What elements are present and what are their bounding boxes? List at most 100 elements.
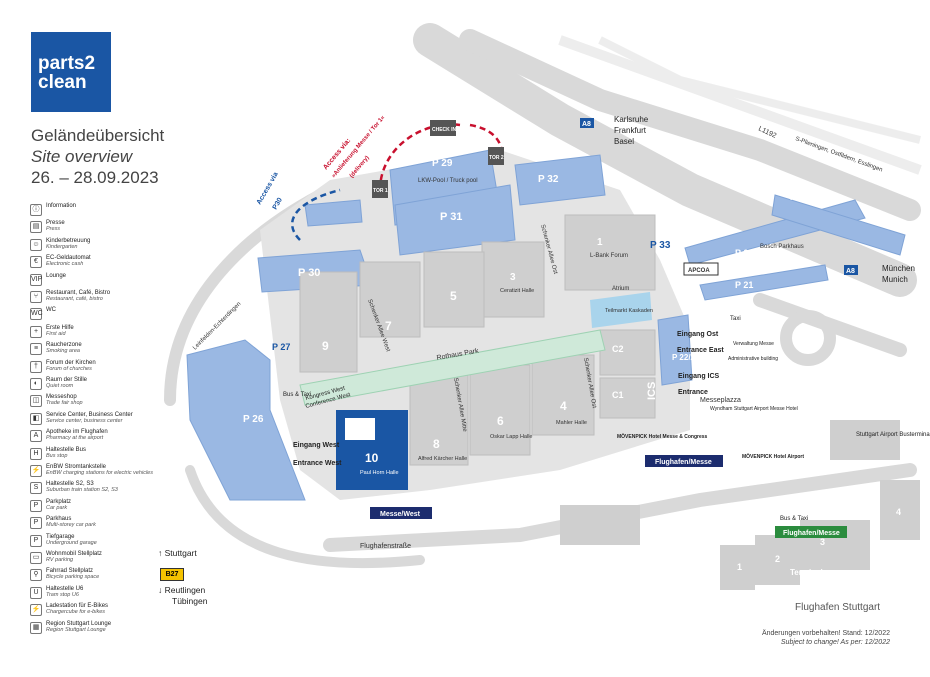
hall-3-number: 3 [510, 272, 516, 283]
title-en: Site overview [31, 147, 133, 166]
hall-10-logo [345, 418, 375, 440]
l1192-label: L1192 [757, 125, 777, 139]
p21-label: P 21 [735, 280, 753, 290]
pharmacy-icon: A [30, 430, 42, 443]
hall-7 [359, 261, 421, 338]
tram-stop-icon: U [30, 586, 42, 599]
legend-label: Parkplatz [46, 498, 72, 505]
first-aid-icon: + [30, 325, 42, 338]
atrium-label: Atrium [612, 286, 629, 292]
hall-4-number: 4 [560, 399, 567, 413]
legend-label: Parkhaus [46, 516, 72, 523]
parking-p31 [394, 184, 516, 256]
legend-label: Haltestelle Bus [46, 446, 87, 453]
flughafen-messe-sign [645, 455, 723, 467]
title-dates: 26. – 28.09.2023 [31, 168, 159, 187]
moevenpick-label: MÖVENPICK Hotel Messe & Congress [617, 433, 708, 440]
direction-south: ↓ Reutlingen [158, 585, 206, 595]
hall-4 [531, 354, 595, 436]
legend-label-en: Smoking area [46, 348, 80, 355]
legend-label: Wohnmobil Stellplatz [46, 551, 102, 557]
p33-label: P 33 [650, 240, 671, 251]
legend-label: Erste Hilfe [46, 324, 74, 331]
direction-south-label-2: Tübingen [172, 596, 208, 606]
page-title: Geländeübersicht Site overview 26. – 28.… [31, 125, 164, 188]
bus-taxi-label: Bus & Taxi [283, 392, 311, 398]
p22-label: P 22/23 [672, 353, 700, 362]
parking-p32 [514, 154, 606, 206]
terminal-4-label: 4 [896, 507, 901, 517]
legend-label: Restaurant, Café, Bistro [46, 290, 111, 296]
legend-label-en: Restaurant, café, bistro [46, 296, 103, 302]
legend-label: Haltestelle S2, S3 [46, 481, 94, 488]
s-bahn-sign [775, 526, 847, 538]
entrance-ics-de: Eingang ICS [678, 373, 720, 380]
legend-label: Raum der Stille [46, 377, 88, 383]
a8-sign-east [844, 265, 858, 275]
parts2clean-logo: parts2 clean [31, 32, 111, 112]
airport-building-a [560, 505, 640, 545]
legend-label: Raucherzone [46, 342, 82, 349]
hall-7-number: 7 [385, 319, 392, 333]
parking-p22 [657, 314, 693, 386]
note-en: Subject to change! As per: 12/2022 [780, 639, 890, 646]
terminal-1 [720, 545, 755, 590]
title-de: Geländeübersicht [31, 126, 165, 145]
tor2-box [488, 147, 504, 165]
p30-label: P 30 [298, 267, 320, 279]
terminal-2-label: 2 [775, 554, 780, 564]
legend-label: Lounge [46, 272, 67, 279]
bus-stop-icon: H [30, 447, 42, 460]
hall-3 [481, 241, 545, 318]
hall-10-name: Paul Horn Halle [360, 470, 399, 476]
wc-icon: WC [30, 308, 43, 321]
hall-1-number: 1 [597, 237, 603, 248]
hall-8-name: Alfred Kärcher Halle [418, 456, 467, 462]
teilmarkt-label: Teilmarkt Kaskaden [605, 308, 653, 314]
p29-label: P 29 [432, 158, 453, 169]
wyndham-label: Wyndham Stuttgart Airport Messe Hotel [710, 406, 798, 412]
legend-label-en: RV parking [46, 557, 74, 563]
access-p30-label-2: P30 [272, 197, 284, 211]
legend-label: Forum der Kirchen [46, 359, 96, 366]
a8-sign-north [580, 118, 594, 128]
entrance-ics-en: Entrance [678, 389, 708, 396]
airport-label: Flughafen Stuttgart [795, 602, 880, 613]
direction-north-label: Stuttgart [164, 548, 197, 558]
terminal-4 [880, 480, 920, 540]
hall-3-name: Ceratizit Halle [500, 288, 534, 294]
legend-label-en: Service center, business center [46, 417, 123, 424]
a8-label-north: A8 [582, 121, 591, 128]
rothaus-park [299, 329, 606, 406]
terminal-1-label: 1 [737, 562, 742, 572]
legend-label: EnBW Stromtankstelle [46, 464, 107, 470]
legend-label-en: Bus stop [46, 452, 68, 459]
tor1-label: TOR 1 [373, 188, 388, 194]
verwaltung-label: Verwaltung Messe [733, 341, 774, 347]
messeplazza-label: Messeplazza [700, 397, 741, 404]
entrance-west-de: Eingang West [293, 442, 340, 449]
hall-c2 [599, 329, 656, 376]
p32-label: P 32 [538, 174, 559, 185]
lounge-icon: ▦ [30, 621, 42, 634]
bus-taxi-label-2: Bus & Taxi [780, 516, 808, 522]
apcoa-sign [683, 262, 719, 276]
legend-label: Kinderbetreuung [46, 237, 91, 244]
hall-c1 [599, 377, 656, 419]
legend-label-en: Forum of churches [46, 365, 92, 372]
entrance-east-de: Eingang Ost [677, 331, 719, 338]
legend-label: Information [46, 203, 77, 209]
legend-label-en: Car park [46, 504, 68, 511]
basel-label: Basel [614, 137, 634, 146]
p20-label: P 20 [735, 248, 753, 258]
s-flughafen-label: Flughafen/Messe [783, 530, 840, 537]
